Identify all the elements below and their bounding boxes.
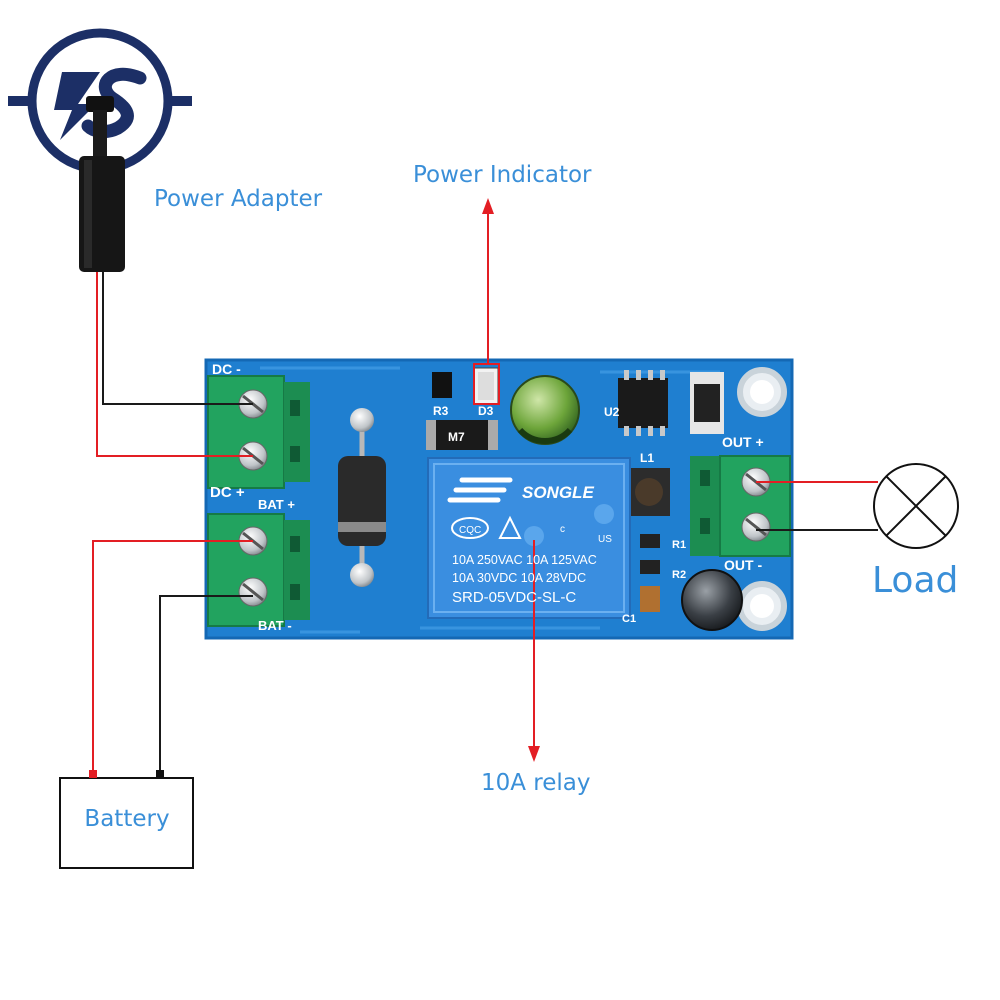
terminal-block-bat xyxy=(207,513,310,627)
label-u2: U2 xyxy=(604,405,620,419)
label-r2: R2 xyxy=(672,569,686,581)
callout-power-indicator: Power Indicator xyxy=(413,162,592,188)
relay-brand: SONGLE xyxy=(522,483,594,502)
relay-us-mark: US xyxy=(598,534,612,545)
relay-model: SRD-05VDC-SL-C xyxy=(452,589,576,606)
label-r1: R1 xyxy=(672,539,686,551)
terminal-block-out xyxy=(690,455,791,557)
label-bat-plus: BAT + xyxy=(258,497,295,512)
relay-arrow xyxy=(528,540,540,762)
label-d3: D3 xyxy=(478,404,494,418)
terminal-block-dc xyxy=(207,375,310,489)
battery-box xyxy=(59,770,194,869)
callout-load: Load xyxy=(872,560,959,601)
callout-power-adapter: Power Adapter xyxy=(154,186,323,212)
relay-cqc: CQC xyxy=(459,525,481,536)
label-c1: C1 xyxy=(622,613,636,625)
label-r3: R3 xyxy=(433,404,449,418)
callout-battery: Battery xyxy=(84,806,170,832)
smd-components xyxy=(426,367,724,612)
relay-rating-1: 10A 250VAC 10A 125VAC xyxy=(452,553,597,567)
label-dc-plus: DC + xyxy=(210,484,245,501)
label-out-plus: OUT + xyxy=(722,434,764,450)
label-diode-mark: M7 xyxy=(448,430,465,444)
dc-plug-icon xyxy=(79,96,125,272)
capacitor-black xyxy=(681,569,743,631)
power-indicator-arrow xyxy=(473,198,500,405)
label-out-minus: OUT - xyxy=(724,557,762,573)
callout-relay: 10A relay xyxy=(481,770,591,796)
label-l1: L1 xyxy=(640,451,654,465)
wires xyxy=(92,272,878,770)
label-dc-minus: DC - xyxy=(212,361,241,377)
diode-component xyxy=(338,408,386,587)
relay-rating-2: 10A 30VDC 10A 28VDC xyxy=(452,571,586,585)
relay-component xyxy=(427,457,631,619)
label-bat-minus: BAT - xyxy=(258,618,292,633)
capacitor-green xyxy=(510,375,580,445)
lamp-load-icon xyxy=(873,463,959,549)
relay-c-mark: c xyxy=(560,524,565,535)
